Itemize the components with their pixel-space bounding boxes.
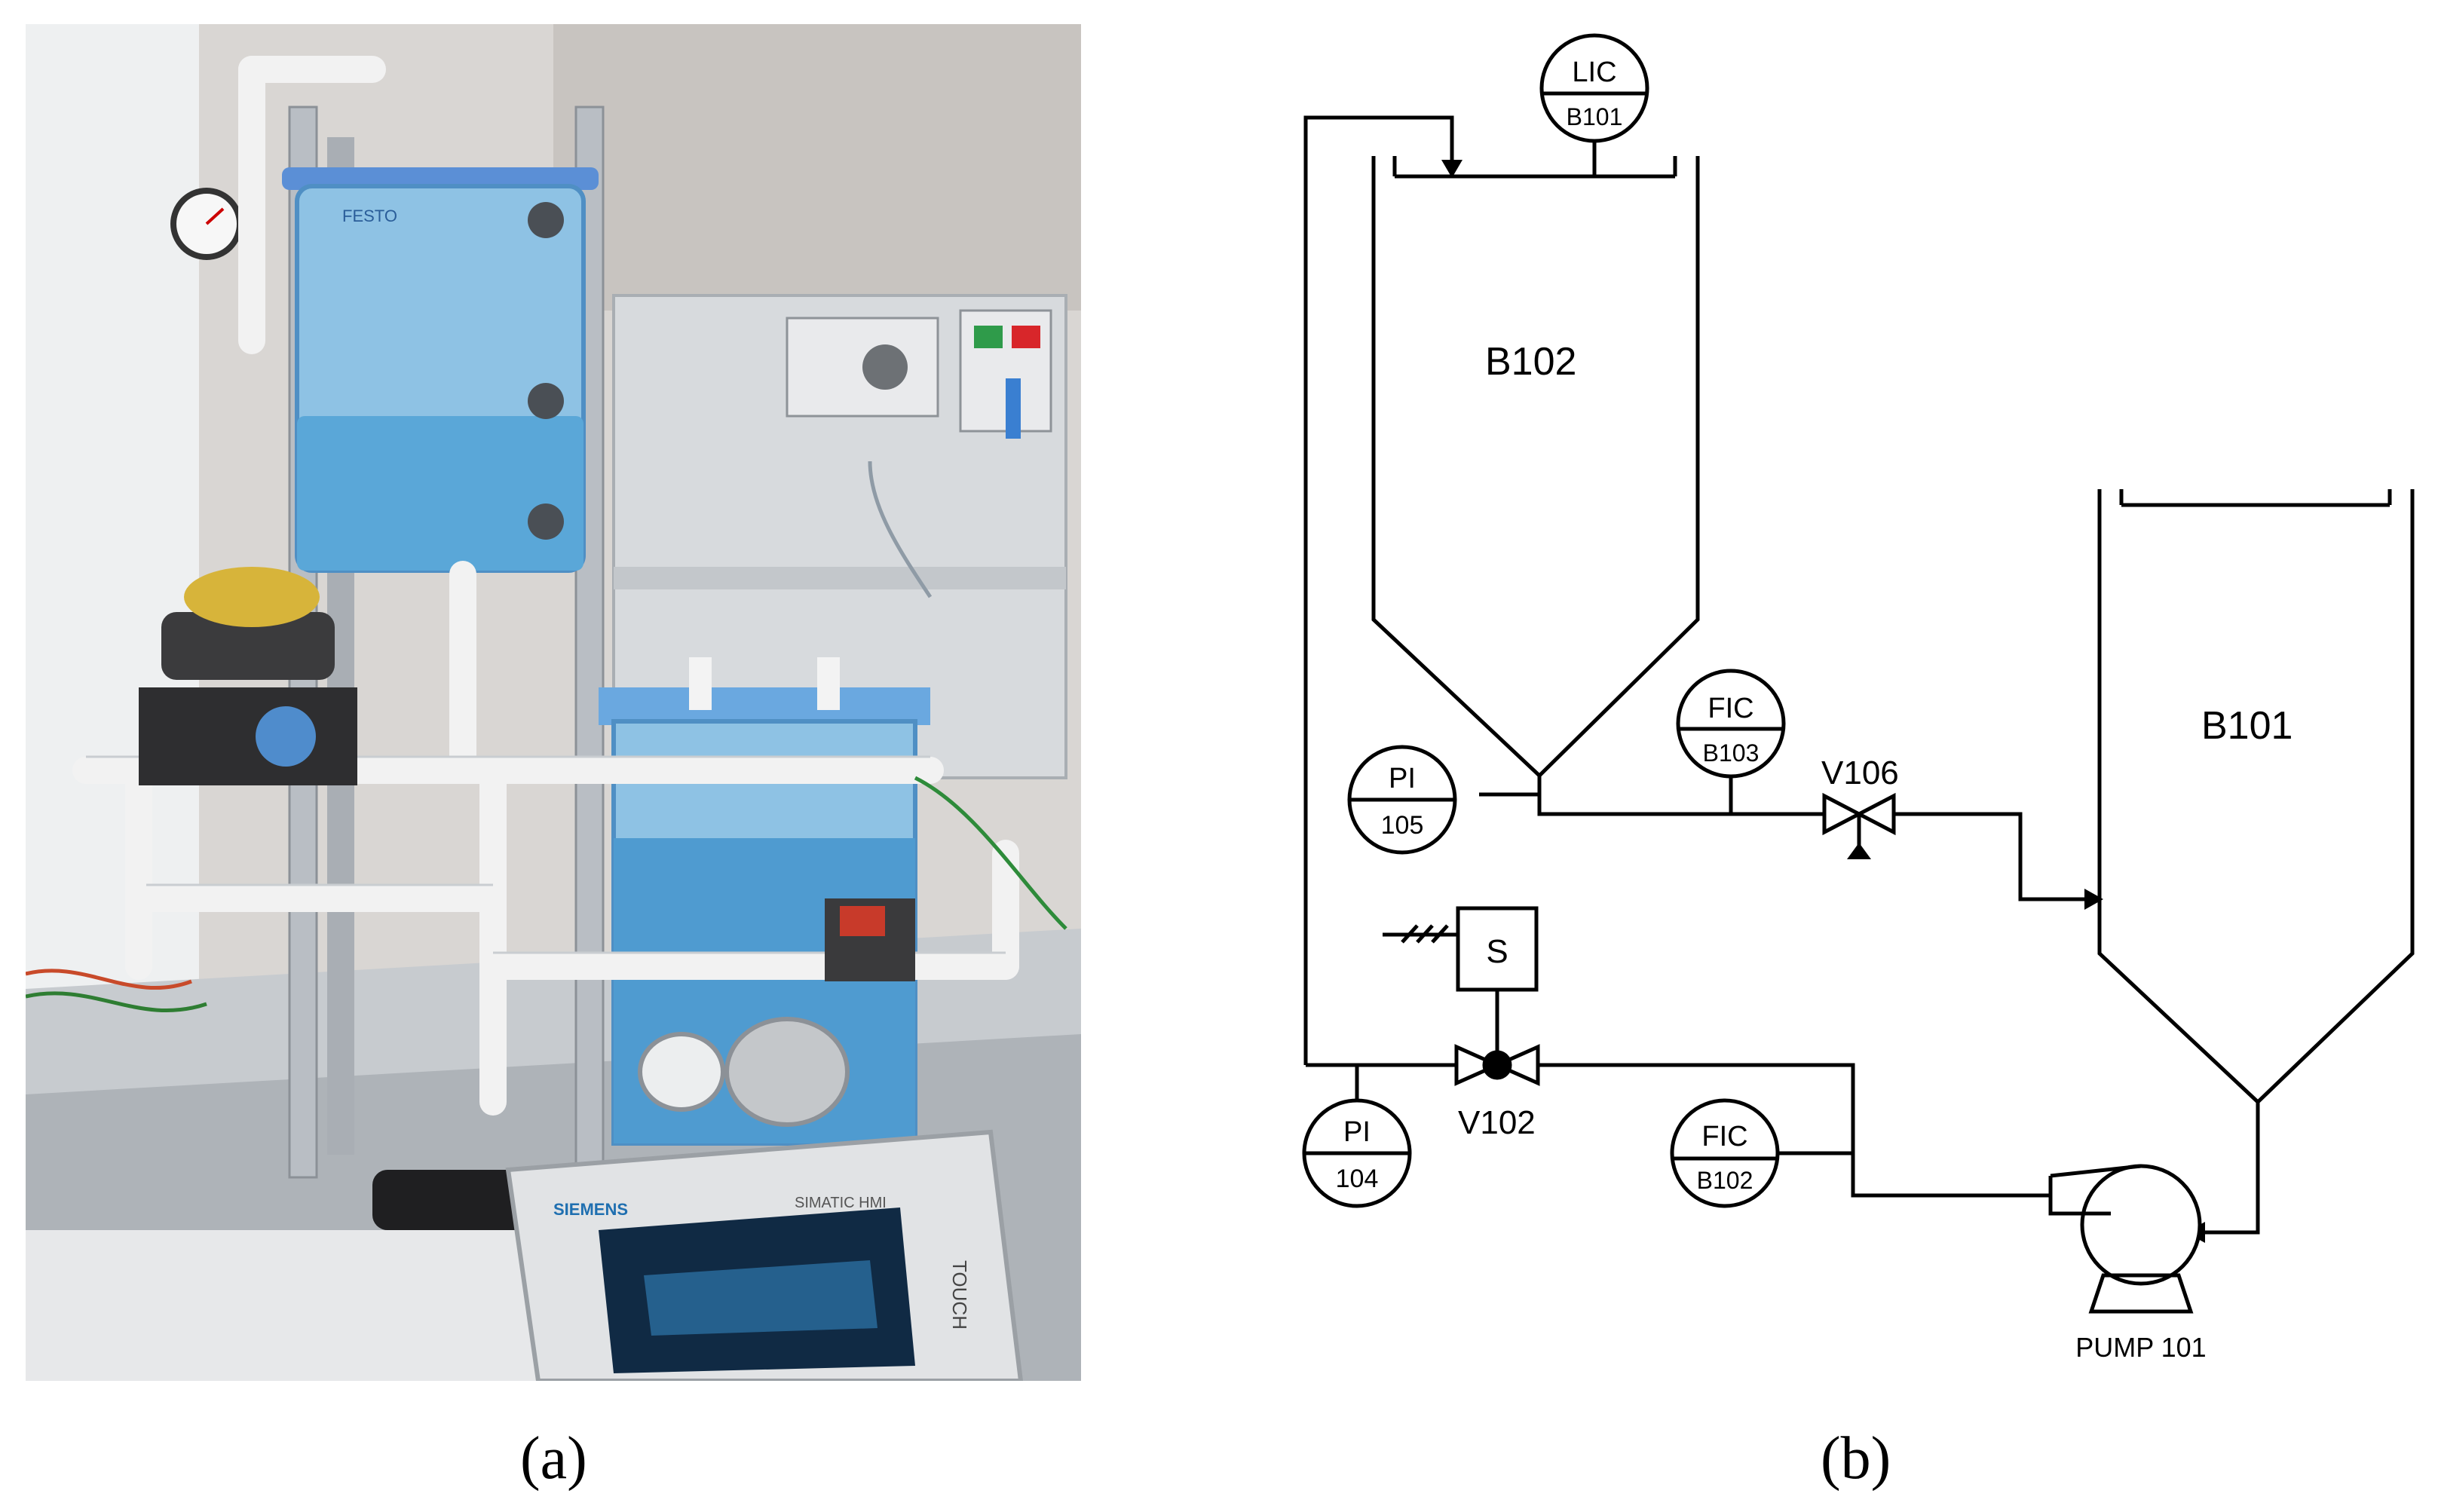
- tank-b101: [2097, 489, 2415, 1105]
- process-station-photo: FESTO SIEMENS SIMATIC HMI TOUCH: [26, 24, 1081, 1381]
- tank-brand-label: FESTO: [342, 207, 397, 225]
- valve-v106-label: V106: [1821, 754, 1899, 791]
- tank-b102-label: B102: [1485, 340, 1576, 384]
- transfer-line: [1479, 776, 2103, 910]
- lic-tag: LIC: [1572, 57, 1616, 88]
- hmi-model-label: SIMATIC HMI: [795, 1195, 887, 1211]
- fic-b103-tag: FIC: [1708, 693, 1753, 724]
- hmi-touch-label: TOUCH: [948, 1260, 971, 1330]
- arrow-head-icon: [2084, 889, 2103, 910]
- valve-v102-icon: [1454, 990, 1540, 1086]
- instrument-fic-b102: [1670, 1098, 1780, 1208]
- instrument-lic-b101: [1539, 33, 1649, 143]
- fic-b103-loop: B103: [1703, 739, 1760, 767]
- recycle-line: [1303, 115, 1462, 1065]
- instrument-fic-b103: [1676, 669, 1786, 779]
- arrow-head-icon: [1441, 160, 1462, 178]
- pi-105-tag: PI: [1389, 763, 1416, 794]
- pump-label: PUMP 101: [2075, 1332, 2206, 1363]
- pi-105-loop: 105: [1381, 811, 1424, 840]
- tank-b102: [1371, 156, 1700, 779]
- pump-101-icon: [2048, 1164, 2202, 1314]
- valve-v102-label: V102: [1458, 1104, 1536, 1141]
- hmi-brand-label: SIEMENS: [553, 1200, 628, 1219]
- instrument-pi-104: [1302, 1098, 1412, 1208]
- instrument-pi-105: [1347, 745, 1457, 855]
- tank-b101-label: B101: [2201, 704, 2293, 748]
- fic-b102-loop: B102: [1697, 1167, 1753, 1194]
- lic-loop: B101: [1567, 103, 1623, 130]
- caption-b: (b): [1821, 1425, 1891, 1492]
- pi-104-loop: 104: [1336, 1165, 1379, 1193]
- valve-v106-icon: [1822, 792, 1896, 859]
- pi-104-tag: PI: [1343, 1116, 1371, 1148]
- solenoid-actuator-icon: [1383, 906, 1539, 992]
- fic-b102-tag: FIC: [1701, 1121, 1747, 1152]
- solenoid-label: S: [1486, 933, 1508, 970]
- caption-a: (a): [520, 1425, 587, 1492]
